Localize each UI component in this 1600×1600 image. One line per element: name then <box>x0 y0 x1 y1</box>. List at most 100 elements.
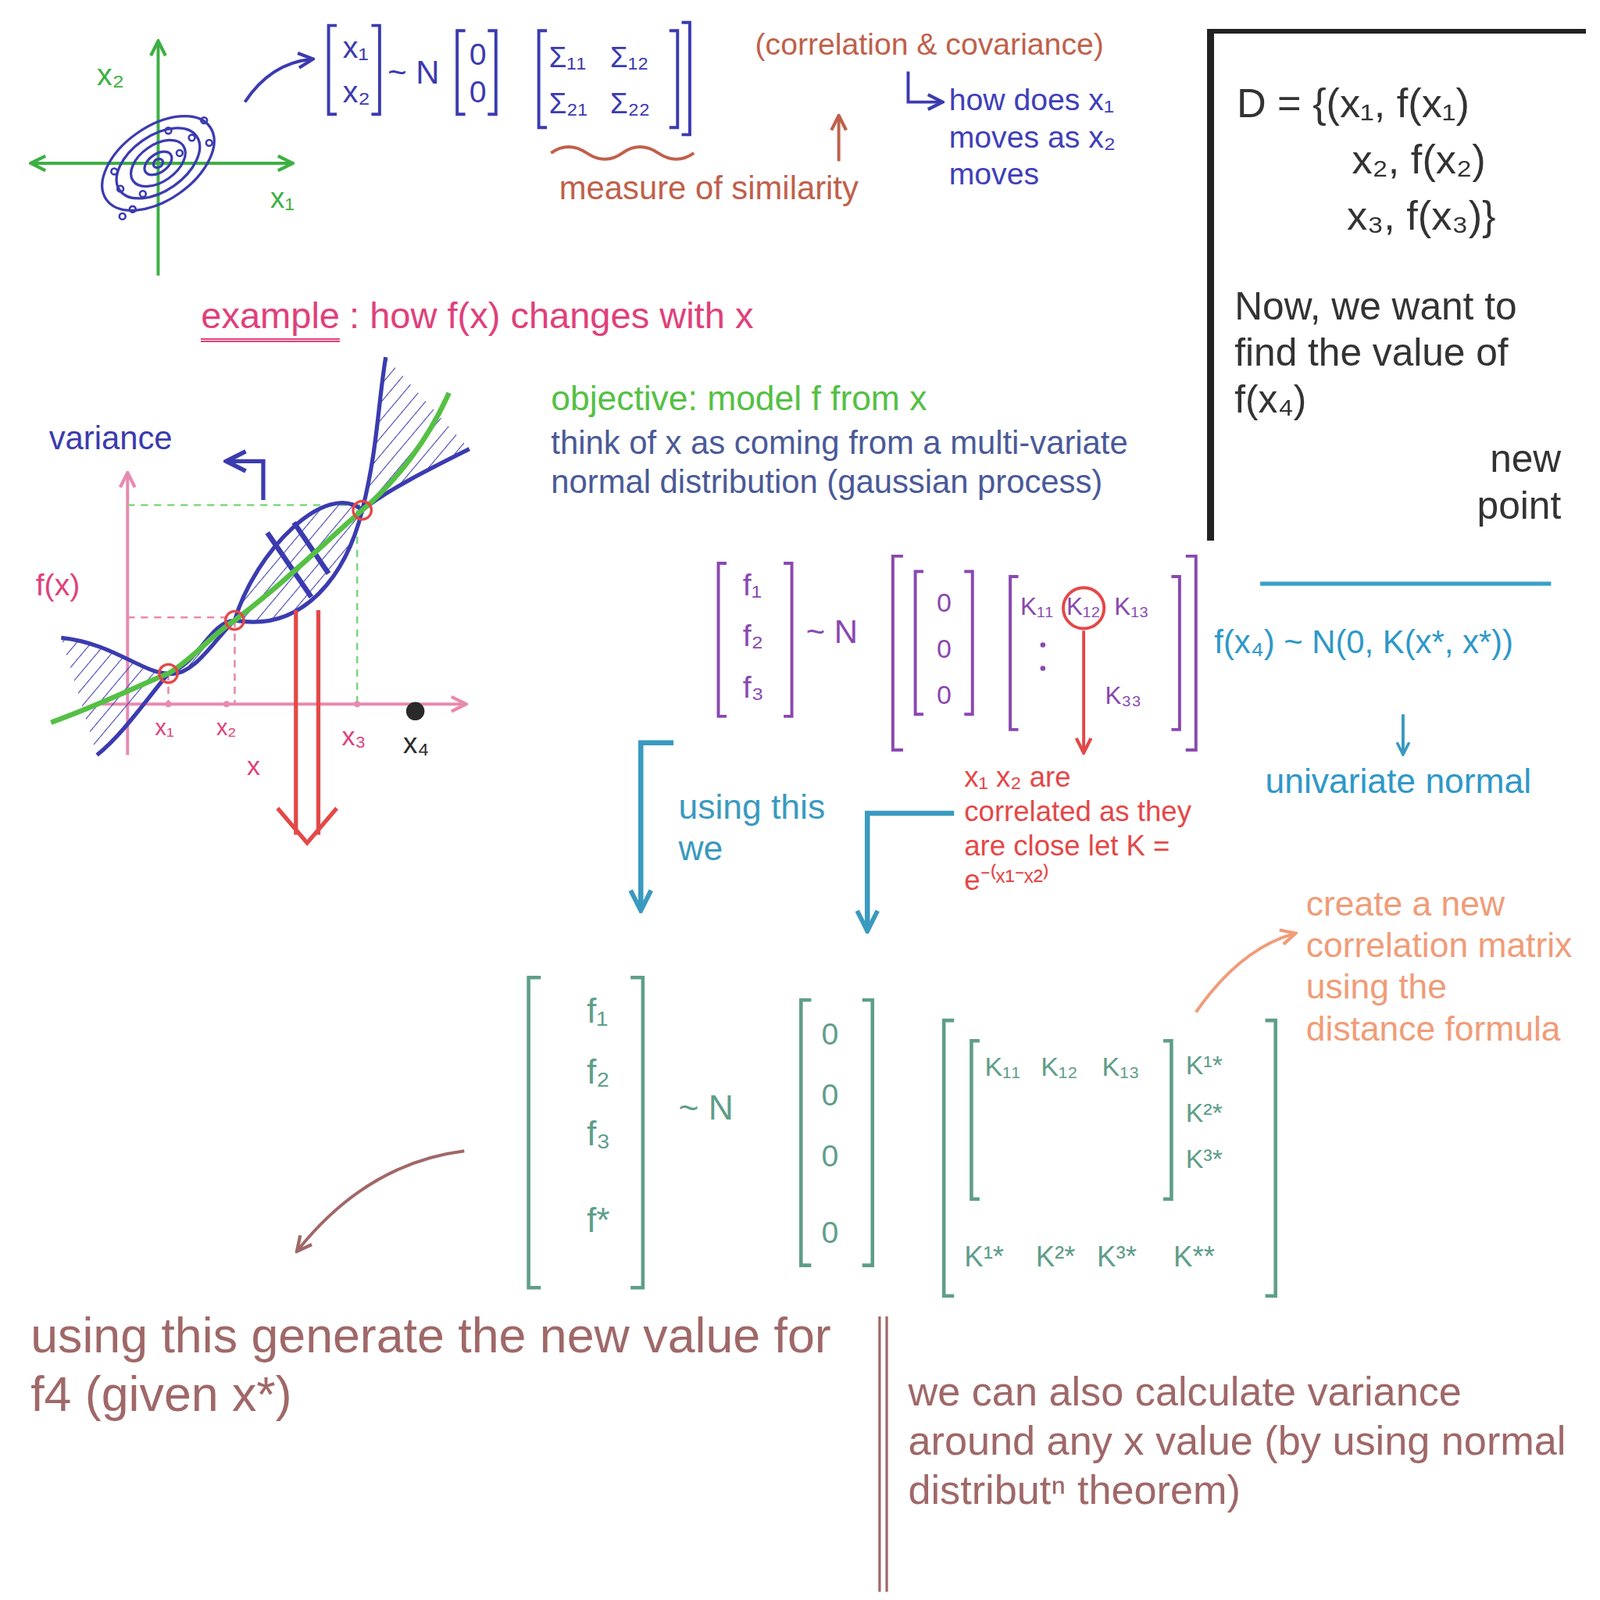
matrix-bracket <box>964 571 972 715</box>
data-point-ring <box>353 500 372 520</box>
down-arrow <box>293 610 298 835</box>
bracket-arrow <box>640 742 674 909</box>
distribution-symbol: ~ N <box>678 1086 734 1129</box>
pointer-arrow <box>297 1150 465 1250</box>
pointer-arrow <box>907 71 941 102</box>
tick-label: x₄ <box>403 726 429 761</box>
scatter-points <box>139 190 147 197</box>
matrix-entry: Σ₁₂ <box>610 40 649 75</box>
matrix-entry: x₂ <box>342 73 371 111</box>
scatter-points <box>110 117 212 220</box>
matrix-entry: f₂ <box>742 617 764 654</box>
guide-line <box>233 620 236 704</box>
guide-line <box>356 510 359 704</box>
divider-line <box>879 1316 887 1593</box>
tick-dot <box>353 700 361 708</box>
formula-text: f(x₄) ~ N(0, K(x*, x*)) <box>1214 622 1514 662</box>
panel-text: new point <box>1407 435 1561 529</box>
contour-ellipses <box>151 157 165 170</box>
matrix-bracket <box>487 30 496 115</box>
matrix-entry: f₂ <box>586 1050 611 1093</box>
distribution-symbol: ~ N <box>387 53 440 93</box>
matrix-entry: K** <box>1173 1239 1215 1275</box>
highlight-ring <box>1063 587 1104 629</box>
matrix-bracket <box>718 556 1197 750</box>
note-text: univariate normal <box>1265 760 1533 802</box>
matrix-entry: 0 <box>936 632 952 665</box>
matrix-entry: K³* <box>1185 1142 1223 1175</box>
scatter-points <box>176 150 183 157</box>
scatter-points <box>129 206 136 213</box>
contour-ellipses <box>103 114 213 214</box>
note-text: create a new correlation matrix using th… <box>1306 882 1583 1050</box>
brace-tilde <box>550 146 694 160</box>
distribution-symbol: ~ N <box>806 612 858 652</box>
matrix-entry: 0 <box>936 586 952 619</box>
matrix-entry: 0 <box>469 35 487 73</box>
matrix-bracket <box>539 30 547 128</box>
scatter-points <box>119 213 126 220</box>
matrix-entry: K²* <box>1185 1096 1223 1129</box>
matrix-bracket <box>371 25 379 115</box>
matrix-bracket <box>783 563 792 717</box>
scatter-points <box>165 127 172 134</box>
matrix-bracket <box>457 30 465 115</box>
matrix-bracket <box>1010 576 1018 730</box>
scatter-axes <box>153 161 291 165</box>
divider-line <box>1260 581 1551 586</box>
contour-ellipses <box>140 146 177 180</box>
matrix-bracket <box>800 1000 811 1266</box>
contour-ellipses <box>85 96 232 230</box>
section-heading: example <box>200 293 340 342</box>
pointer-arrow <box>1082 630 1086 751</box>
note-text: how does x₁ moves as x₂ moves <box>949 81 1169 192</box>
pointer-arrow <box>1401 714 1405 754</box>
ellipsis-dots <box>1040 665 1047 672</box>
down-arrow <box>277 807 337 843</box>
matrix-bracket <box>1163 1040 1172 1199</box>
scatter-points <box>200 117 208 124</box>
scatter-points <box>110 168 118 175</box>
panel-text: Now, we want to find the value of f(x₄) <box>1234 283 1577 424</box>
matrix-bracket <box>669 30 678 128</box>
matrix-entry: 0 <box>821 1137 839 1175</box>
pointer-arrow <box>228 460 264 500</box>
note-text: measure of similarity <box>559 168 859 208</box>
bracket-arrow <box>867 813 954 929</box>
ellipsis-dots <box>1040 642 1047 648</box>
matrix-entry: 0 <box>936 678 952 711</box>
panel-text: x₂, f(x₂) <box>1351 135 1486 185</box>
matrix-entry: K₁₂ <box>1066 592 1101 622</box>
section-heading: : how f(x) changes with x <box>349 293 754 338</box>
scatter-points <box>206 139 213 147</box>
bracket-arrow <box>640 742 954 929</box>
matrix-entry: 0 <box>821 1015 839 1053</box>
tick-dot <box>165 700 361 708</box>
tick-label: x₃ <box>342 720 367 753</box>
note-text: (correlation & covariance) <box>755 25 1104 63</box>
matrix-bracket <box>328 25 337 115</box>
matrix-entry: 0 <box>821 1076 839 1114</box>
matrix-entry: K₁₃ <box>1102 1050 1140 1083</box>
matrix-bracket <box>915 571 924 715</box>
note-text: we can also calculate variance around an… <box>907 1367 1572 1515</box>
down-arrow <box>316 610 321 835</box>
matrix-bracket <box>1265 1020 1276 1297</box>
matrix-entry: K₁₁ <box>984 1050 1021 1083</box>
guide-line <box>127 616 235 619</box>
matrix-bracket <box>943 1020 954 1297</box>
pointer-arrow <box>244 59 311 103</box>
data-point-ring <box>159 664 179 683</box>
matrix-entry: K₁₂ <box>1040 1050 1078 1083</box>
scatter-points <box>117 185 124 193</box>
matrix-entry: f₁ <box>742 566 762 604</box>
data-point-ring <box>225 610 245 630</box>
matrix-entry: f₃ <box>586 1112 611 1154</box>
panel-text: x₃, f(x₃)} <box>1346 191 1497 241</box>
matrix-bracket <box>630 977 643 1288</box>
note-text: x₁ x₂ are correlated as they are close l… <box>964 760 1194 898</box>
pointer-arrow <box>837 117 841 161</box>
matrix-bracket <box>862 1000 873 1266</box>
tick-dot <box>223 700 230 708</box>
